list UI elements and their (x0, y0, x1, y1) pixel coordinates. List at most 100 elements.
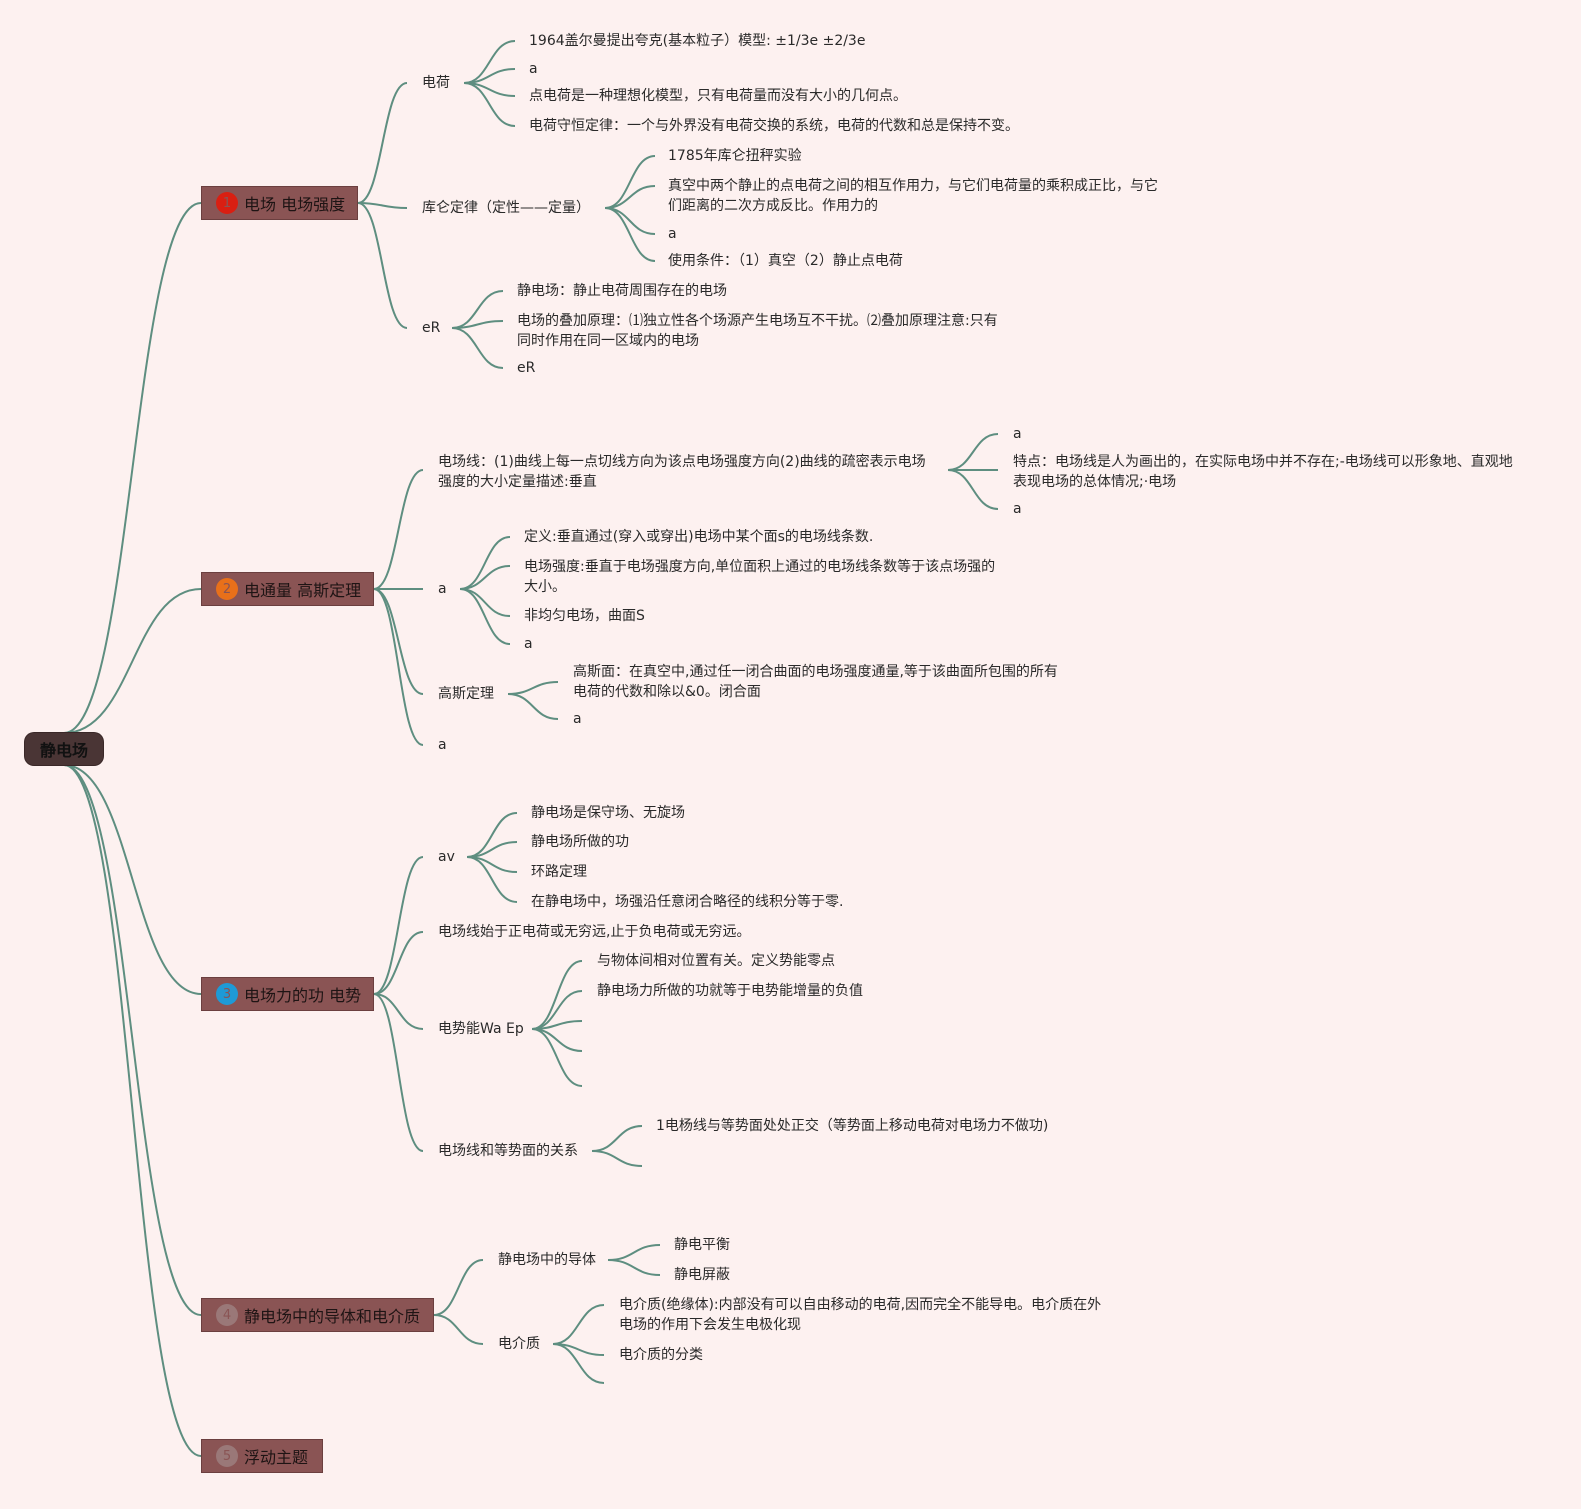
connector-curve (591, 1125, 643, 1152)
connector-curve (607, 1244, 661, 1261)
leaf-pe-work[interactable]: 静电场力所做的功就等于电势能增量的负值 (597, 983, 863, 999)
connector-curve (552, 1304, 605, 1345)
connector-curve (459, 588, 511, 645)
leaf-shielding[interactable]: 静电屏蔽 (674, 1267, 730, 1283)
branch-gauss[interactable]: 高斯定理 (438, 686, 494, 702)
connector-curve (463, 82, 516, 127)
leaf-coulomb-law[interactable]: 真空中两个静止的点电荷之间的相互作用力，与它们电荷量的乘积成正比，与它们距离的二… (668, 178, 1158, 214)
topic-2-label: 电通量 高斯定理 (244, 581, 362, 600)
leaf-charge-a[interactable]: a (529, 61, 538, 77)
branch-topic2-a[interactable]: a (438, 737, 447, 753)
leaf-orthogonal[interactable]: 1电杨线与等势面处处正交（等势面上移动电荷对电场力不做功) (656, 1118, 1049, 1134)
connector-curve (373, 469, 424, 590)
connector-curve (373, 993, 424, 1030)
leaf-work[interactable]: 静电场所做的功 (531, 834, 629, 850)
topic-4-box[interactable]: 4 静电场中的导体和电介质 (201, 1298, 434, 1332)
connector-curve (947, 433, 999, 471)
leaf-pe-relative[interactable]: 与物体间相对位置有关。定义势能零点 (597, 953, 835, 969)
topic-5-box[interactable]: 5 浮动主题 (201, 1439, 323, 1473)
connector-curve (63, 202, 202, 734)
branch-line-start[interactable]: 电场线始于正电荷或无穷远,止于负电荷或无穷远。 (438, 924, 751, 940)
leaf-conservative[interactable]: 静电场是保守场、无旋场 (531, 805, 685, 821)
topic-4-label: 静电场中的导体和电介质 (244, 1307, 421, 1326)
connector-curve (451, 327, 504, 369)
leaf-flux-field-strength[interactable]: 电场强度:垂直于电场强度方向,单位面积上通过的电场线条数等于该点场强的大小。 (524, 559, 996, 595)
connector-curve (552, 1343, 605, 1384)
leaf-fl-a1[interactable]: a (1013, 426, 1022, 442)
connector-curve (373, 588, 424, 695)
connector-curve (433, 1314, 484, 1345)
number-badge-2: 2 (216, 578, 238, 600)
leaf-er[interactable]: eR (517, 360, 536, 376)
topic-1-label: 电场 电场强度 (244, 195, 346, 214)
branch-coulomb[interactable]: 库仑定律（定性——定量） (422, 200, 590, 216)
connector-curve (531, 1020, 583, 1030)
topic-3-box[interactable]: 3 电场力的功 电势 (201, 977, 374, 1011)
branch-conductor[interactable]: 静电场中的导体 (498, 1252, 596, 1268)
connector-curve (357, 202, 408, 209)
leaf-closed-path[interactable]: 在静电场中，场强沿任意闭合略径的线积分等于零. (531, 894, 844, 910)
branch-flux[interactable]: a (438, 581, 447, 597)
connector-curve (373, 856, 424, 995)
connector-curve (507, 681, 559, 695)
leaf-gauss-a[interactable]: a (573, 711, 582, 727)
connector-curve (604, 207, 656, 235)
branch-av[interactable]: av (438, 849, 455, 865)
topic-3-label: 电场力的功 电势 (244, 986, 362, 1005)
connector-curve (433, 1259, 484, 1316)
connector-curve (466, 856, 518, 903)
number-badge-3: 3 (216, 983, 238, 1005)
connector-curve (459, 565, 511, 590)
number-badge-1: 1 (216, 192, 238, 214)
topic-1-box[interactable]: 1 电场 电场强度 (201, 186, 358, 220)
connector-curve (373, 588, 424, 746)
leaf-flux-a[interactable]: a (524, 636, 533, 652)
leaf-conservation[interactable]: 电荷守恒定律：一个与外界没有电荷交换的系统，电荷的代数和总是保持不变。 (529, 118, 1019, 134)
connector-curve (604, 155, 656, 209)
leaf-dielectric-def[interactable]: 电介质(绝缘体):内部没有可以自由移动的电荷,因而完全不能导电。电介质在外电场的… (619, 1297, 1102, 1333)
connector-curve (591, 1150, 643, 1167)
leaf-static-field[interactable]: 静电场：静止电荷周围存在的电场 (517, 283, 727, 299)
leaf-flux-definition[interactable]: 定义:垂直通过(穿入或穿出)电场中某个面s的电场线条数. (524, 529, 874, 545)
number-badge-5: 5 (216, 1445, 238, 1467)
leaf-coulomb-conditions[interactable]: 使用条件：（1）真空（2）静止点电荷 (668, 253, 903, 269)
leaf-flux-nonuniform[interactable]: 非均匀电场，曲面S (524, 608, 645, 624)
branch-charge[interactable]: 电荷 (422, 75, 450, 91)
leaf-coulomb-1785[interactable]: 1785年库仑扭秤实验 (668, 148, 802, 164)
branch-field-lines[interactable]: 电场线：(1)曲线上每一点切线方向为该点电场强度方向(2)曲线的疏密表示电场强度… (438, 454, 926, 490)
connector-curve (63, 588, 202, 734)
connector-curve (604, 207, 656, 262)
connector-curve (531, 960, 583, 1030)
connector-curve (459, 588, 511, 617)
topic-2-box[interactable]: 2 电通量 高斯定理 (201, 572, 374, 606)
connector-curve (63, 764, 202, 1457)
leaf-fl-a2[interactable]: a (1013, 501, 1022, 517)
leaf-circulation[interactable]: 环路定理 (531, 864, 587, 880)
branch-potential-energy[interactable]: 电势能Wa Ep (438, 1021, 524, 1037)
leaf-quark[interactable]: 1964盖尔曼提出夸克(基本粒子）模型: ±1/3e ±2/3e (529, 33, 866, 49)
leaf-coulomb-a[interactable]: a (668, 226, 677, 242)
number-badge-4: 4 (216, 1304, 238, 1326)
connector-curve (507, 693, 559, 720)
root-node[interactable]: 静电场 (25, 733, 103, 765)
leaf-gauss-surface[interactable]: 高斯面：在真空中,通过任一闭合曲面的电场强度通量,等于该曲面所包围的所有电荷的代… (573, 664, 1058, 700)
leaf-point-charge[interactable]: 点电荷是一种理想化模型，只有电荷量而没有大小的几何点。 (529, 88, 907, 104)
connector-curve (607, 1259, 661, 1276)
branch-equipotential[interactable]: 电场线和等势面的关系 (438, 1143, 578, 1159)
connector-curve (459, 536, 511, 590)
leaf-fl-features[interactable]: 特点：电场线是人为画出的，在实际电场中并不存在;-电场线可以形象地、直观地表现电… (1013, 454, 1513, 490)
connector-curve (531, 1028, 583, 1052)
leaf-dielectric-types[interactable]: 电介质的分类 (619, 1347, 703, 1363)
branch-er[interactable]: eR (422, 320, 441, 336)
connector-curve (63, 764, 202, 995)
leaf-superposition[interactable]: 电场的叠加原理：⑴独立性各个场源产生电场互不干扰。⑵叠加原理注意:只有同时作用在… (517, 313, 998, 349)
connector-curve (604, 185, 656, 209)
connector-curve (373, 993, 424, 1152)
topic-5-label: 浮动主题 (244, 1448, 309, 1467)
leaf-equilibrium[interactable]: 静电平衡 (674, 1237, 730, 1253)
connector-curve (531, 1028, 583, 1087)
connector-curve (373, 931, 424, 995)
branch-dielectric[interactable]: 电介质 (498, 1336, 540, 1352)
connector-curve (451, 320, 504, 329)
